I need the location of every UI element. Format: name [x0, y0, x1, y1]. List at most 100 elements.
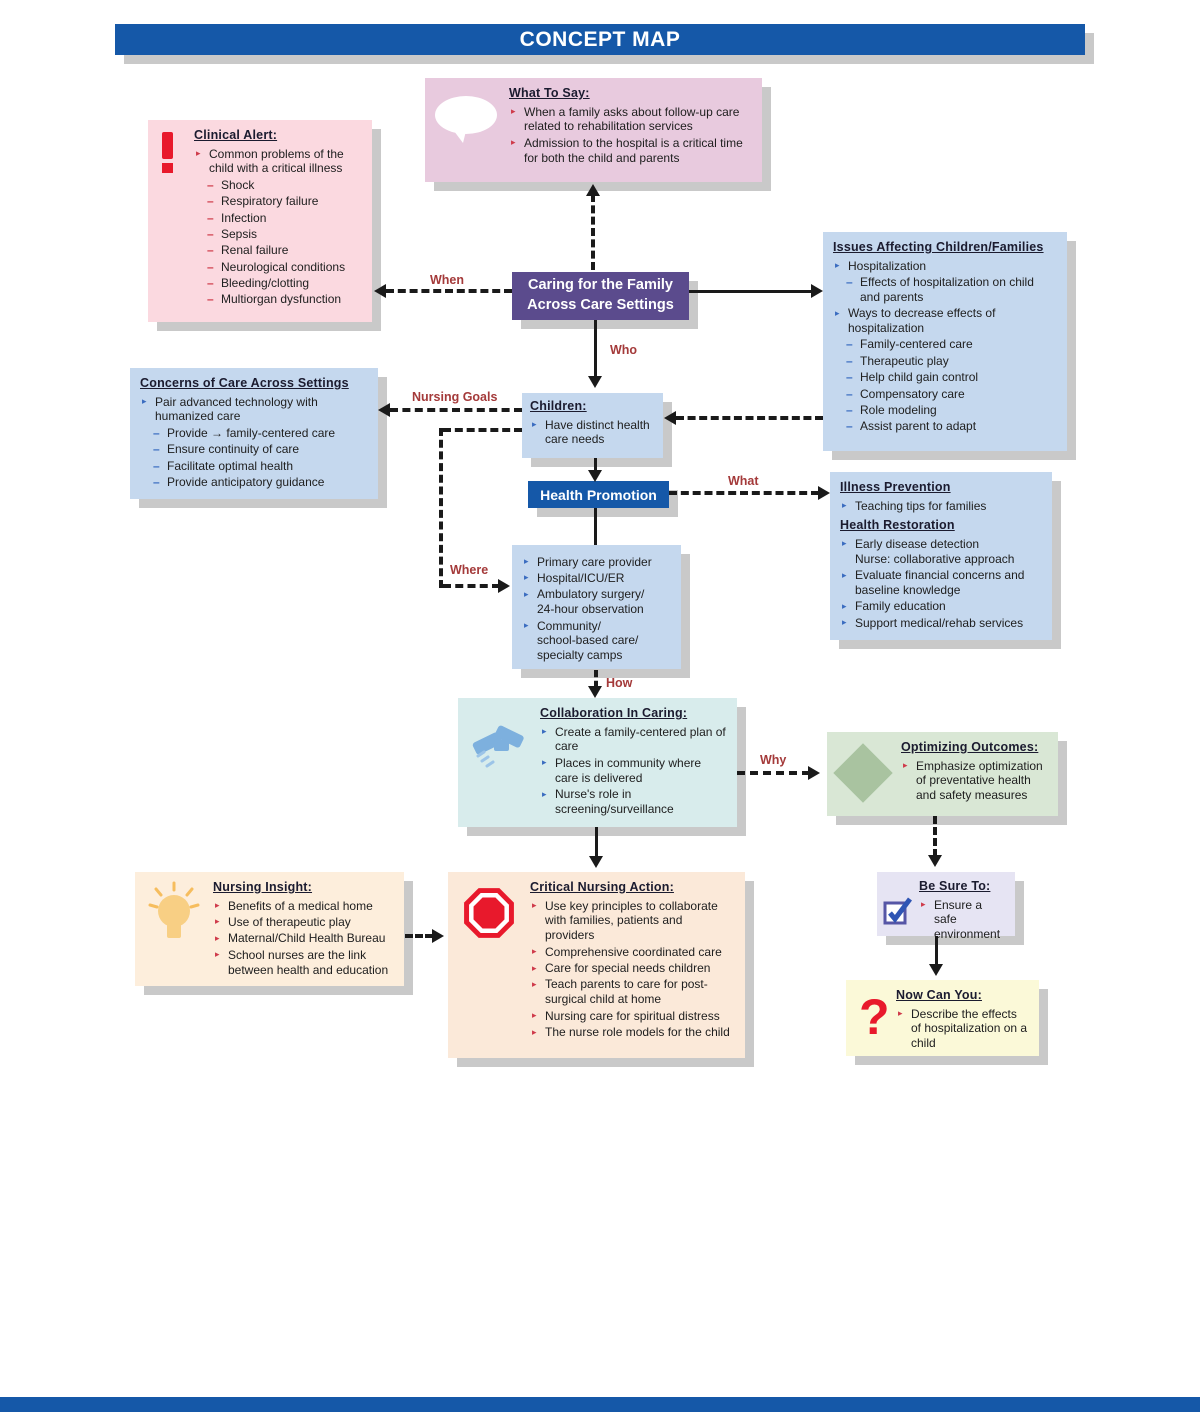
critical-action-box: Critical Nursing Action: Use key princip… [448, 872, 745, 1058]
list-item: Describe the effects of hospitalization … [896, 1007, 1029, 1052]
arrow-children-to-health-promotion-arrowhead [588, 470, 602, 482]
arrow-care-settings-to-collaboration-arrowhead [588, 686, 602, 698]
clinical-alert-heading: Clinical Alert: [194, 128, 278, 142]
list-item: Therapeutic play [833, 354, 1057, 369]
optimizing-heading: Optimizing Outcomes: [901, 740, 1039, 754]
arrow-central-to-what-to-say [591, 194, 595, 270]
arrow-be-sure-to-now-can-you-arrowhead [929, 964, 943, 976]
children-heading: Children: [530, 399, 587, 413]
list-item: Ambulatory surgery/ 24-hour observation [522, 587, 671, 617]
list-item: Sepsis [194, 227, 362, 242]
children-box: Children: Have distinct health care need… [522, 393, 663, 458]
list-item: Create a family-centered plan of care [540, 725, 727, 755]
nursing-insight-heading: Nursing Insight: [213, 880, 313, 894]
concerns-box: Concerns of Care Across Settings Pair ad… [130, 368, 378, 499]
clinical-alert-box: Clinical Alert: Common problems of the c… [148, 120, 372, 322]
arrow-optimizing-to-be-sure [933, 816, 937, 857]
arrow-children-to-concerns-arrowhead [378, 403, 390, 417]
arrow-where-arrowhead [498, 579, 510, 593]
arrow-health-promotion-to-prevention-arrowhead [818, 486, 830, 500]
what-to-say-heading: What To Say: [509, 86, 590, 100]
list-item: Use key principles to collaborate with f… [530, 899, 735, 944]
arrow-insight-to-critical-action [405, 934, 433, 938]
connector-label-where: Where [450, 563, 489, 577]
arrow-central-to-clinical-alert [386, 289, 512, 293]
list-item: Neurological conditions [194, 260, 362, 275]
arrow-central-to-children [594, 320, 597, 378]
list-item: Support medical/rehab services [840, 616, 1042, 631]
list-item: Nursing care for spiritual distress [530, 1009, 735, 1024]
list-item: Admission to the hospital is a critical … [509, 136, 752, 166]
optimizing-outcomes-box: Optimizing Outcomes: Emphasize optimizat… [827, 732, 1058, 816]
list-item: Nurse's role in screening/surveillance [540, 787, 727, 817]
arrow-issues-to-children [676, 416, 823, 420]
list-item: Ensure a safe environment [919, 898, 1007, 943]
list-item: Early disease detection Nurse: collabora… [840, 537, 1042, 567]
list-item: Hospital/ICU/ER [522, 571, 671, 586]
health-promotion-node: Health Promotion [528, 481, 669, 508]
arrow-central-to-what-to-say-arrowhead [586, 184, 600, 196]
issues-heading: Issues Affecting Children/Families [833, 240, 1044, 254]
footer-bar [0, 1397, 1200, 1412]
handshake-icon [470, 720, 528, 774]
list-item: Comprehensive coordinated care [530, 945, 735, 960]
list-item: Role modeling [833, 403, 1057, 418]
lightbulb-icon [143, 880, 205, 950]
list-item: Family-centered care [833, 337, 1057, 352]
list-item: School nurses are the link between healt… [213, 948, 394, 978]
illness-prevention-heading: Illness Prevention [840, 480, 951, 494]
concerns-heading: Concerns of Care Across Settings [140, 376, 349, 390]
list-item: Common problems of the child with a crit… [194, 147, 362, 177]
arrow-where-segment-bottom [443, 584, 500, 588]
list-item: Multiorgan dysfunction [194, 292, 362, 307]
checkbox-icon [883, 896, 915, 930]
arrow-insight-to-critical-action-arrowhead [432, 929, 444, 943]
list-item: Care for special needs children [530, 961, 735, 976]
list-item: Benefits of a medical home [213, 899, 394, 914]
list-item: Shock [194, 178, 362, 193]
line-health-promotion-to-care-settings [594, 508, 597, 545]
list-item: Provide → family-centered care [140, 426, 368, 441]
prevention-restoration-box: Illness Prevention Teaching tips for fam… [830, 472, 1052, 640]
arrow-children-to-health-promotion [594, 458, 597, 472]
care-settings-box: Primary care provider Hospital/ICU/ER Am… [512, 545, 681, 669]
stop-sign-icon [462, 886, 516, 944]
list-item: Facilitate optimal health [140, 459, 368, 474]
list-item: Use of therapeutic play [213, 915, 394, 930]
list-item: Hospitalization [833, 259, 1057, 274]
arrow-collaboration-to-optimizing [737, 771, 810, 775]
list-item: Teaching tips for families [840, 499, 1042, 514]
arrow-optimizing-to-be-sure-arrowhead [928, 855, 942, 867]
arrow-health-promotion-to-prevention [669, 491, 819, 495]
arrow-central-to-children-arrowhead [588, 376, 602, 388]
issues-box: Issues Affecting Children/Families Hospi… [823, 232, 1067, 451]
nursing-insight-box: Nursing Insight: Benefits of a medical h… [135, 872, 404, 986]
arrow-be-sure-to-now-can-you [935, 936, 938, 966]
page-title: CONCEPT MAP [115, 24, 1085, 55]
list-item: Bleeding/clotting [194, 276, 362, 291]
connector-label-when: When [430, 273, 465, 287]
list-item: Have distinct health care needs [530, 418, 655, 448]
critical-action-heading: Critical Nursing Action: [530, 880, 674, 894]
list-item: Provide anticipatory guidance [140, 475, 368, 490]
health-restoration-heading: Health Restoration [840, 518, 955, 533]
list-item: The nurse role models for the child [530, 1025, 735, 1040]
central-node: Caring for the Family Across Care Settin… [512, 272, 689, 320]
list-item: Primary care provider [522, 555, 671, 570]
list-item: Compensatory care [833, 387, 1057, 402]
arrow-collaboration-to-critical-action [595, 827, 598, 858]
arrow-issues-to-children-arrowhead [664, 411, 676, 425]
list-item: Help child gain control [833, 370, 1057, 385]
arrow-children-to-concerns [390, 408, 522, 412]
arrow-central-to-issues-arrowhead [811, 284, 823, 298]
connector-label-who: Who [610, 343, 638, 357]
list-item: Community/ school-based care/ specialty … [522, 619, 671, 664]
list-item: Maternal/Child Health Bureau [213, 931, 394, 946]
connector-label-why: Why [760, 753, 787, 767]
be-sure-to-heading: Be Sure To: [919, 879, 991, 893]
list-item: Family education [840, 599, 1042, 614]
arrow-collaboration-to-optimizing-arrowhead [808, 766, 820, 780]
collaboration-heading: Collaboration In Caring: [540, 706, 688, 720]
connector-label-how: How [606, 676, 633, 690]
